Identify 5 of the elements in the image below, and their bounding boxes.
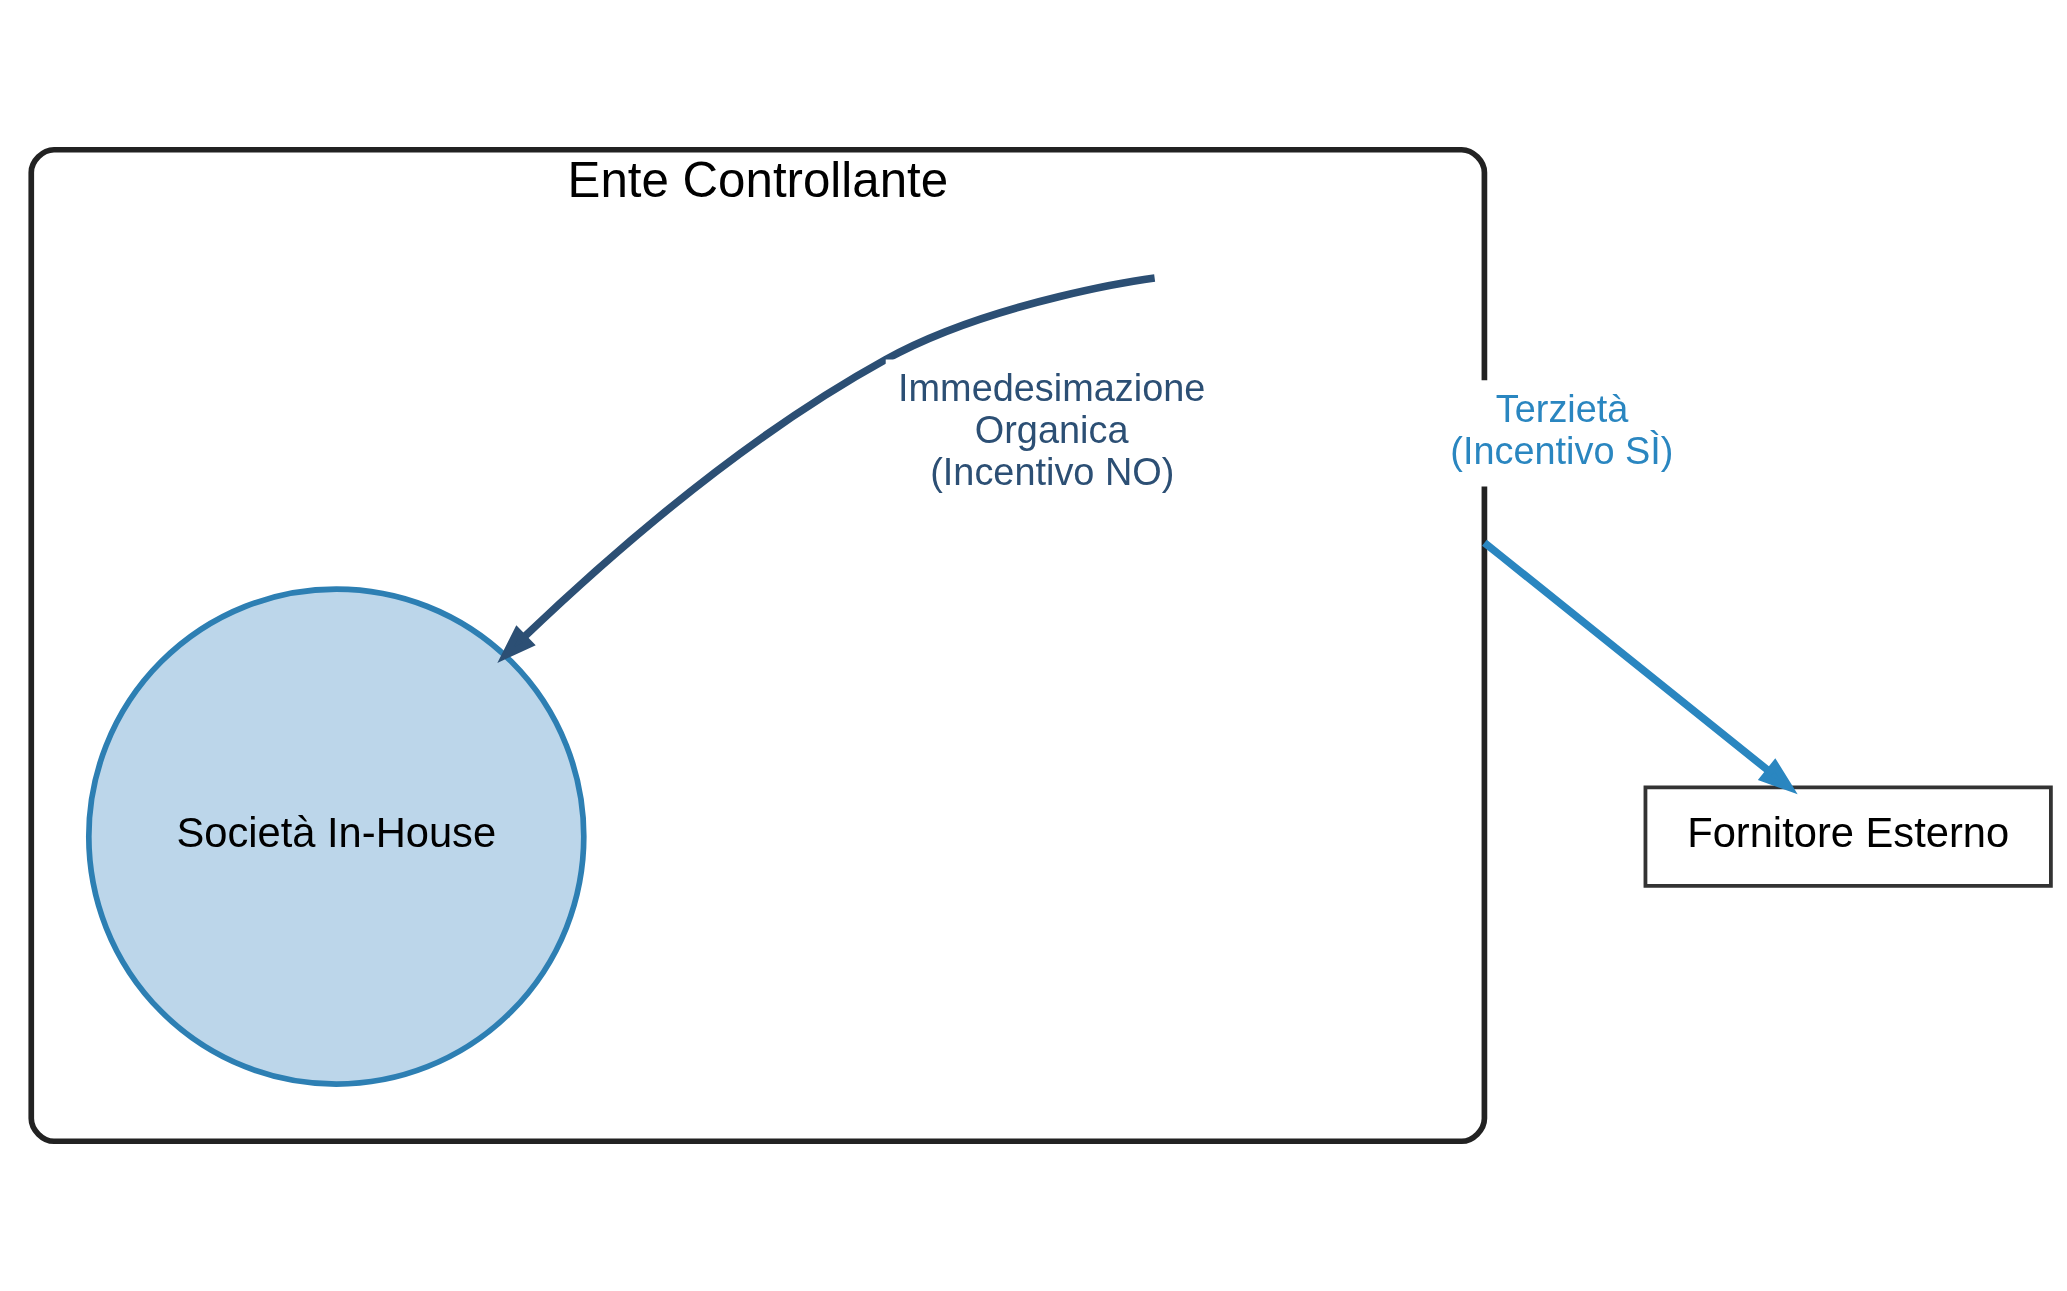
node-box: Fornitore Esterno (1643, 785, 2053, 888)
arrow (497, 274, 1156, 663)
edge-label: Immedesimazione Organica (Incentivo NO) (898, 367, 1206, 493)
arrow (1482, 539, 1798, 795)
node-circle: Società In-House (85, 586, 587, 1087)
